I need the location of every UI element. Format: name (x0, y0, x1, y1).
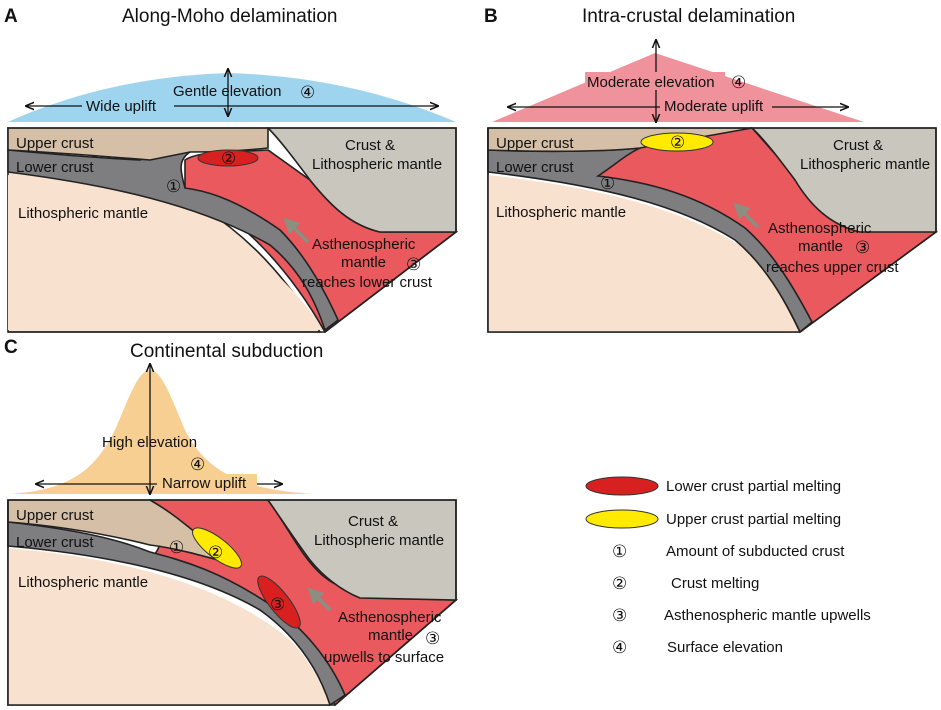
panel-c-lower-crust-label: Lower crust (16, 534, 94, 551)
panel-c-uplift-label: Narrow uplift (162, 475, 247, 492)
panel-a-marker-2: ② (221, 149, 236, 168)
panel-c-astheno-label-2: mantle (368, 627, 413, 644)
panel-b-lower-crust-label: Lower crust (496, 159, 574, 176)
panel-c-marker-2: ② (208, 543, 223, 562)
panel-b: B Intra-crustal delamination Moderate el… (484, 6, 939, 334)
panel-b-crust-litho-label-1: Crust & (833, 137, 883, 154)
legend-1-label: Amount of subducted crust (666, 543, 845, 560)
panel-c-astheno-label-3: upwells to surface (324, 649, 444, 666)
panel-a-crust-litho-label-1: Crust & (345, 137, 395, 154)
panel-c-upper-crust-melt (192, 527, 242, 569)
panel-b-marker-3: ③ (855, 238, 870, 257)
panel-c: C Continental subduction High elevation … (4, 337, 459, 707)
panel-c-asthenosphere-arrow (307, 587, 332, 612)
panel-c-marker-1: ① (169, 538, 184, 557)
panel-b-marker-4: ④ (731, 73, 746, 92)
panel-c-cross-section (7, 499, 459, 707)
panel-b-upper-crust-melt (640, 132, 714, 152)
legend-upper-melt-swatch (585, 509, 659, 529)
panel-a-litho-mantle-label: Lithospheric mantle (18, 205, 148, 222)
panel-b-uplift-label: Moderate uplift (664, 98, 764, 115)
panel-a-uplift-label: Wide uplift (86, 98, 157, 115)
panel-c-elevation-label: High elevation (102, 434, 197, 451)
panel-a-astheno-label-3: reaches lower crust (302, 274, 433, 291)
legend-3-label: Asthenospheric mantle upwells (664, 607, 871, 624)
panel-b-cross-section (487, 127, 939, 334)
legend: Lower crust partial melting Upper crust … (585, 476, 871, 657)
panel-a-letter: A (4, 6, 18, 27)
panel-a-asthenosphere-arrow (283, 217, 310, 244)
panel-a-lower-crust-melt (197, 149, 259, 167)
panel-b-litho-mantle-label: Lithospheric mantle (496, 204, 626, 221)
panel-c-crust-litho-label-2: Lithospheric mantle (314, 532, 444, 549)
panel-a-marker-3: ③ (406, 255, 421, 274)
panel-c-marker-3-melt: ③ (270, 595, 285, 614)
legend-4-label: Surface elevation (667, 639, 783, 656)
panel-c-marker-3: ③ (425, 629, 440, 648)
legend-2-label: Crust melting (671, 575, 759, 592)
panel-c-astheno-label-1: Asthenospheric (338, 609, 442, 626)
panel-a: A Along-Moho delamination Wide uplift Ge… (4, 6, 459, 334)
legend-marker-3: ③ (612, 606, 627, 625)
panel-c-litho-mantle-label: Lithospheric mantle (18, 574, 148, 591)
legend-marker-2: ② (612, 574, 627, 593)
panel-b-crust-litho-label-2: Lithospheric mantle (800, 156, 930, 173)
panel-c-lower-crust-melt (257, 575, 301, 629)
panel-b-astheno-label-3: reaches upper crust (766, 259, 899, 276)
panel-a-upper-crust-label: Upper crust (16, 135, 94, 152)
panel-c-title: Continental subduction (130, 341, 323, 362)
panel-a-marker-1: ① (166, 177, 181, 196)
panel-b-asthenosphere-arrow (733, 202, 760, 229)
legend-marker-4: ④ (612, 638, 627, 657)
panel-c-marker-4: ④ (190, 455, 205, 474)
panel-b-marker-2: ② (670, 133, 685, 152)
legend-upper-melt-label: Upper crust partial melting (666, 511, 841, 528)
legend-lower-melt-swatch (585, 476, 659, 496)
panel-b-marker-1: ① (600, 174, 615, 193)
panel-b-astheno-label-2: mantle (798, 238, 843, 255)
panel-a-elevation-label: Gentle elevation (173, 83, 281, 100)
panel-c-uplift-dome (10, 370, 315, 494)
legend-lower-melt-label: Lower crust partial melting (666, 478, 841, 495)
panel-a-title: Along-Moho delamination (122, 6, 337, 27)
panel-b-title: Intra-crustal delamination (582, 6, 795, 27)
panel-a-cross-section (7, 126, 459, 334)
panel-c-letter: C (4, 337, 18, 358)
panel-a-crust-litho-label-2: Lithospheric mantle (312, 156, 442, 173)
panel-a-astheno-label-2: mantle (341, 254, 386, 271)
legend-marker-1: ① (612, 542, 627, 561)
panel-a-lower-crust-label: Lower crust (16, 159, 94, 176)
panel-b-upper-crust-label: Upper crust (496, 135, 574, 152)
panel-a-astheno-label-1: Asthenospheric (312, 236, 416, 253)
panel-b-elevation-label: Moderate elevation (587, 74, 715, 91)
panel-b-letter: B (484, 6, 498, 27)
panel-b-astheno-label-1: Asthenospheric (768, 220, 872, 237)
panel-a-marker-4: ④ (300, 83, 315, 102)
panel-c-crust-litho-label-1: Crust & (348, 513, 398, 530)
panel-c-upper-crust-label: Upper crust (16, 507, 94, 524)
